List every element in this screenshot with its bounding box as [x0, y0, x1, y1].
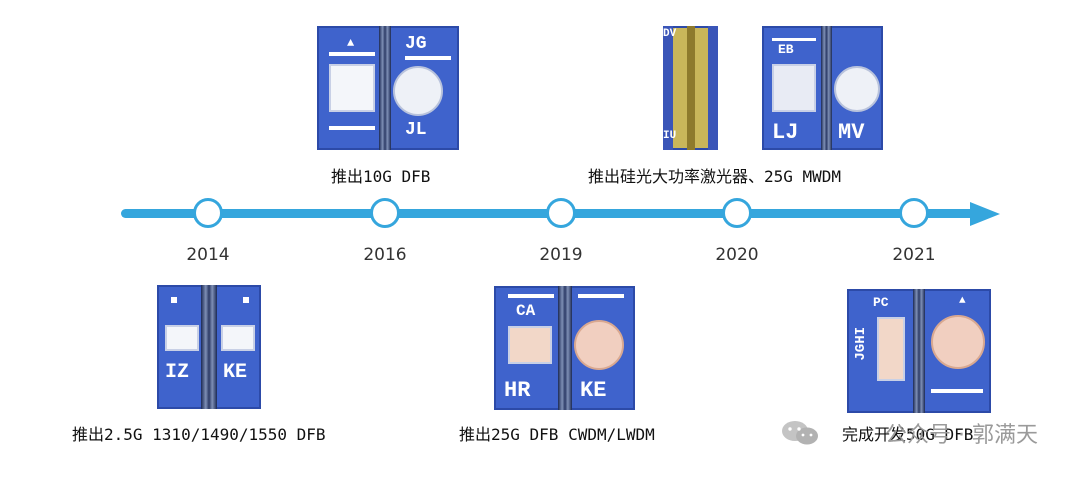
chip-image-25g-mwdm: EB LJ MV: [762, 26, 883, 150]
chip-pad: [329, 64, 375, 112]
chip-edge: [663, 26, 673, 150]
chip-bar: [329, 126, 375, 130]
caption-2016: 推出10G DFB: [331, 167, 431, 186]
caption-2021: 完成开发50G DFB: [842, 425, 974, 444]
year-label: 2014: [186, 245, 230, 265]
watermark-text: 公众号 · 郭满天: [885, 423, 1038, 448]
chip-bar: [931, 389, 983, 393]
caption-2020: 推出硅光大功率激光器、25G MWDM: [588, 167, 842, 186]
chip-marker: [243, 297, 249, 303]
chip-edge: [708, 26, 718, 150]
timeline-arrowhead: [970, 202, 1000, 226]
timeline-node-2014: [193, 198, 223, 228]
chip-code: KE: [580, 378, 607, 403]
chip-bar: [329, 52, 375, 56]
chip-code: CA: [516, 302, 536, 320]
caption-2019: 推出25G DFB CWDM/LWDM: [459, 425, 655, 444]
chip-image-10g-dfb: ▲ JG JL: [317, 26, 459, 150]
wechat-icon: [782, 421, 818, 445]
chip-code: JGHI: [853, 327, 869, 361]
chip-code: KE: [223, 361, 248, 384]
chip-code: IU: [663, 130, 677, 142]
year-label: 2016: [363, 245, 407, 265]
chip-pad: [772, 64, 816, 112]
timeline-node-2016: [370, 198, 400, 228]
chip-ridge: [913, 289, 925, 413]
chip-code: IZ: [165, 361, 190, 384]
chip-ridge: [201, 285, 217, 409]
timeline-node-2020: [722, 198, 752, 228]
chip-pad: [165, 325, 199, 351]
chip-ridge: [558, 286, 572, 410]
chip-code: LJ: [772, 120, 799, 145]
chip-bar: [772, 38, 816, 41]
timeline-node-2021: [899, 198, 929, 228]
chip-marker: [171, 297, 177, 303]
year-label: 2020: [715, 245, 759, 265]
chip-code: PC: [873, 295, 889, 310]
chip-code: JL: [405, 120, 427, 140]
chip-pad: [877, 317, 905, 381]
chip-pad: [508, 326, 552, 364]
chip-image-25g-dfb: CA HR KE: [494, 286, 635, 410]
chip-code: JG: [405, 34, 427, 54]
caption-2014: 推出2.5G 1310/1490/1550 DFB: [72, 425, 326, 444]
chip-ridge: [821, 26, 832, 150]
chip-pad: [221, 325, 255, 351]
chip-pad-disc: [393, 66, 443, 116]
chip-image-50g-dfb: PC ▲ JGHI: [847, 289, 991, 413]
chip-image-2.5g-dfb: IZ KE: [157, 285, 261, 409]
year-label: 2021: [892, 245, 936, 265]
chip-pad-disc: [574, 320, 624, 370]
chip-marker: ▲: [347, 36, 355, 50]
chip-code: MV: [838, 120, 865, 145]
timeline-node-2019: [546, 198, 576, 228]
chip-pad-disc: [834, 66, 880, 112]
chip-marker: ▲: [959, 295, 966, 307]
chip-code: DV: [663, 28, 677, 40]
chip-bar: [405, 56, 451, 60]
chip-ridge: [687, 26, 695, 150]
chip-ridge: [379, 26, 391, 150]
chip-pad-disc: [931, 315, 985, 369]
chip-code: HR: [504, 378, 531, 403]
chip-bar: [508, 294, 554, 298]
chip-code: EB: [778, 42, 794, 57]
chip-bar: [578, 294, 624, 298]
year-label: 2019: [539, 245, 583, 265]
chip-image-si-photonics: DV IU: [663, 26, 718, 150]
